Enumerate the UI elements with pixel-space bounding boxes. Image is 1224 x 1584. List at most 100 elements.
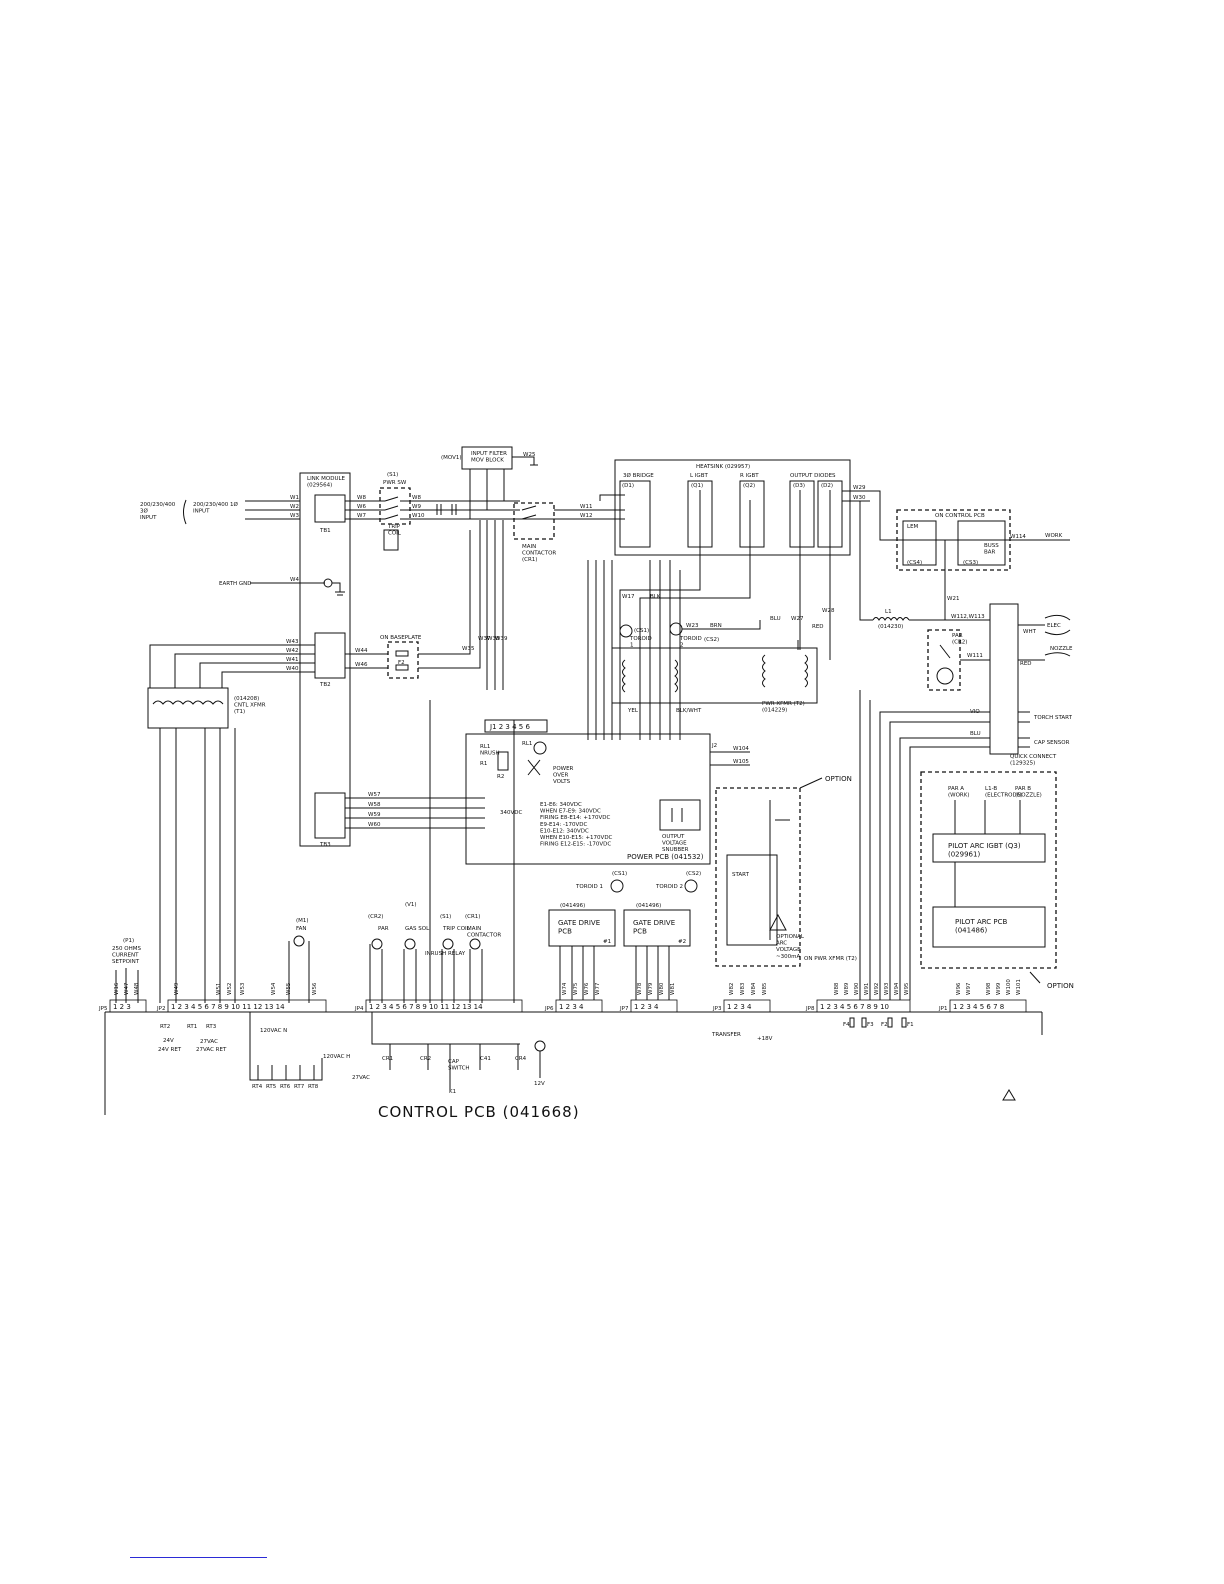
brn-label: BRN xyxy=(710,623,722,629)
par-coil-lower-icon xyxy=(371,938,383,950)
option-pointer-2 xyxy=(1029,971,1041,984)
fuse-f2-icon xyxy=(887,1017,893,1028)
v120h-label: 120VAC H xyxy=(323,1054,350,1060)
s1-lower-label: (S1) xyxy=(440,914,451,920)
cr1-lower-label: (CR1) xyxy=(465,914,480,920)
wire-w89: W89 xyxy=(844,982,850,995)
wire-w77: W77 xyxy=(595,982,601,995)
buss-bar-box xyxy=(957,520,1006,566)
torch-connector: ELEC NOZZLE WHT RED TORCH START CAP SENS… xyxy=(970,603,1073,767)
jp7-header xyxy=(630,999,678,1013)
start-relay-box xyxy=(726,854,778,946)
t1-label: (014208)CNTL XFMR(T1) xyxy=(234,696,266,715)
d2-label: (D2) xyxy=(821,483,833,489)
rt6-label: RT6 xyxy=(280,1084,291,1090)
cs3-label: (CS3) xyxy=(963,560,978,566)
option-pointer xyxy=(799,777,823,789)
mov-ground-icon xyxy=(512,456,538,466)
wire-w12: W12 xyxy=(580,513,592,519)
pwr-xfmr-outline xyxy=(611,647,818,704)
pilot-arc-dashed xyxy=(920,771,1057,969)
q1-label: (Q1) xyxy=(691,483,703,489)
jp6-pins: 1 2 3 4 xyxy=(559,1003,584,1011)
wire-w92: W92 xyxy=(874,983,880,995)
jp2-header xyxy=(167,999,327,1013)
pilot-arc-option: PAR A(WORK) L1-B(ELECTRODE) PAR B(NOZZLE… xyxy=(920,771,1074,990)
j2-lines xyxy=(710,751,750,766)
d1-label: (D1) xyxy=(622,483,634,489)
wire-w84: W84 xyxy=(751,982,757,995)
fuse-f3-icon xyxy=(861,1017,867,1028)
rt5-label: RT5 xyxy=(266,1084,277,1090)
wire-w111: W111 xyxy=(967,653,983,659)
vac27-label: 27VAC xyxy=(352,1075,370,1081)
wire-w81: W81 xyxy=(670,983,676,995)
wire-w101: W101 xyxy=(1016,979,1022,995)
power-pcb-outline xyxy=(465,733,711,865)
par-b-label: PAR B(NOZZLE) xyxy=(1015,786,1042,799)
wire-w75: W75 xyxy=(573,982,579,995)
pwr-xfmr-coil-icon-2 xyxy=(762,654,808,688)
tb2-label: TB2 xyxy=(319,682,331,688)
toroid1-label: TOROID 1 xyxy=(575,884,603,890)
red-label: RED xyxy=(1020,661,1032,667)
wire-w79: W79 xyxy=(648,982,654,995)
to-contactor xyxy=(460,500,520,511)
wire-w100: W100 xyxy=(1006,979,1012,995)
t1-primary-leads xyxy=(149,644,271,688)
cr2-label: (CR2) xyxy=(368,914,383,920)
par-coil-icon xyxy=(936,667,954,685)
jp3-label: JP3 xyxy=(712,1006,722,1012)
jp1-header xyxy=(949,999,1027,1013)
wire-w29: W29 xyxy=(853,485,866,491)
f2b-label: F2 xyxy=(881,1022,888,1028)
wire-w28: W28 xyxy=(822,608,835,614)
jp8-label: JP8 xyxy=(805,1006,815,1012)
gd2-pn-label: (041496) xyxy=(636,903,661,909)
rt7-label: RT7 xyxy=(294,1084,305,1090)
power-pcb-label: POWER PCB (041532) xyxy=(627,853,704,861)
rt4-label: RT4 xyxy=(252,1084,263,1090)
trip-coil-lower-label: TRIP COIL xyxy=(442,926,471,932)
wire-w51: W51 xyxy=(216,983,222,995)
nozzle-label: NOZZLE xyxy=(1050,646,1073,652)
jp1-label: JP1 xyxy=(938,1006,947,1012)
wire-w40: W40 xyxy=(286,666,299,672)
pilot-arc-igbt-box xyxy=(932,833,1046,863)
inrush-relay-label: INRUSH RELAY xyxy=(425,951,466,957)
tb3-lines xyxy=(345,797,485,829)
wire-w82: W82 xyxy=(729,983,735,995)
j1-pins: J1 2 3 4 5 6 xyxy=(489,723,530,731)
wire-w56: W56 xyxy=(312,982,318,995)
par-a-label: PAR A(WORK) xyxy=(948,786,970,799)
wire-w58: W58 xyxy=(368,802,381,808)
blk-label: BLK xyxy=(650,594,661,600)
j2-label: J2 xyxy=(711,743,717,749)
snubber-capacitor-icon xyxy=(671,808,683,822)
pwr-xfmr-label: PWR XFMR (T2)(014229) xyxy=(762,701,805,714)
link-module-label: LINK MODULE(029564) xyxy=(307,476,346,489)
wire-w1: W1 xyxy=(290,495,299,501)
wire-w104: W104 xyxy=(733,746,749,752)
gate-drive-2-box xyxy=(623,909,691,947)
quick-connect-strip xyxy=(989,603,1019,755)
rl1-circle-icon xyxy=(533,741,547,755)
jp3-header xyxy=(723,999,771,1013)
power-over-volts-icon xyxy=(527,759,541,776)
cap-sensor-label: CAP SENSOR xyxy=(1034,740,1070,746)
jp5-label: JP5 xyxy=(98,1006,108,1012)
wire-w88: W88 xyxy=(834,982,840,995)
v18-label: +18V xyxy=(757,1036,773,1042)
jp4-pins: 1 2 3 4 5 6 7 8 9 10 11 12 13 14 xyxy=(369,1003,483,1011)
wire-w43: W43 xyxy=(286,639,299,645)
wire-w114: W114 xyxy=(1010,534,1026,540)
bridge-to-pcb-lines xyxy=(587,560,613,740)
wire-w39: W39 xyxy=(495,636,508,642)
